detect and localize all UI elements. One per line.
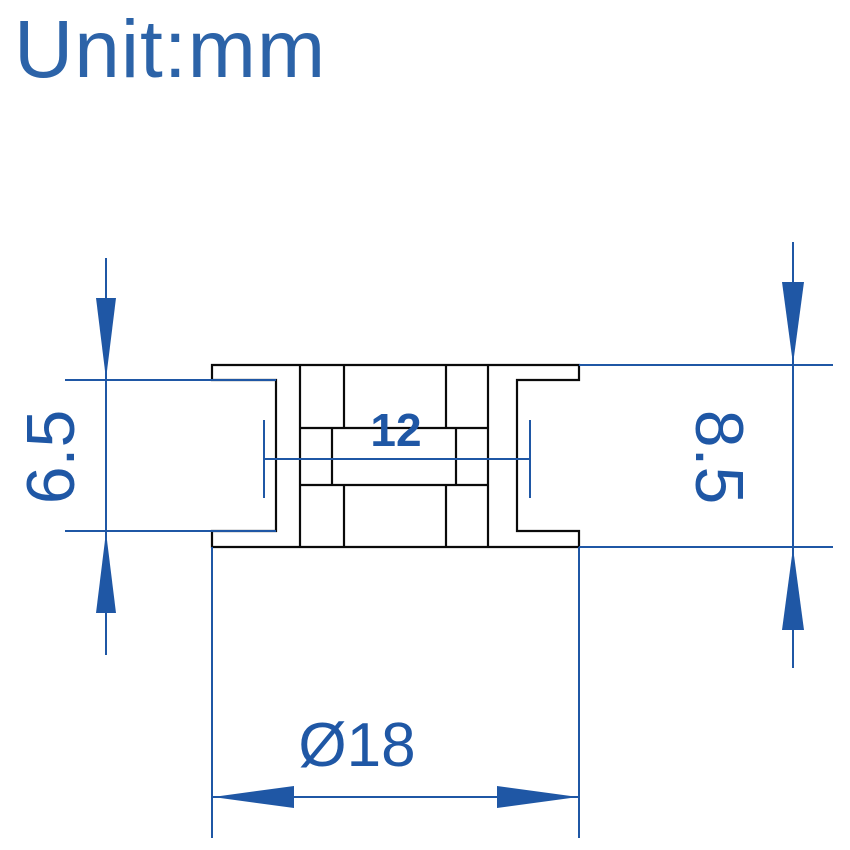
arrow-right-top: [782, 282, 804, 364]
dim-label-6-5: 6.5: [13, 410, 89, 505]
arrow-left-bottom: [96, 532, 116, 613]
arrow-bottom-left: [213, 786, 294, 808]
arrow-right-bottom: [782, 548, 804, 630]
dim-label-8-5: 8.5: [681, 410, 757, 505]
arrow-bottom-right: [497, 786, 578, 808]
dim-label-diameter-18: Ø18: [298, 711, 415, 780]
arrow-left-top: [96, 298, 116, 379]
dimension-lines: [65, 242, 833, 838]
arrowheads: [96, 282, 804, 808]
dim-label-12: 12: [370, 404, 421, 456]
pulley-outline: [210, 363, 581, 549]
pulley-profile: [210, 363, 581, 549]
unit-title: Unit:mm: [14, 4, 327, 95]
